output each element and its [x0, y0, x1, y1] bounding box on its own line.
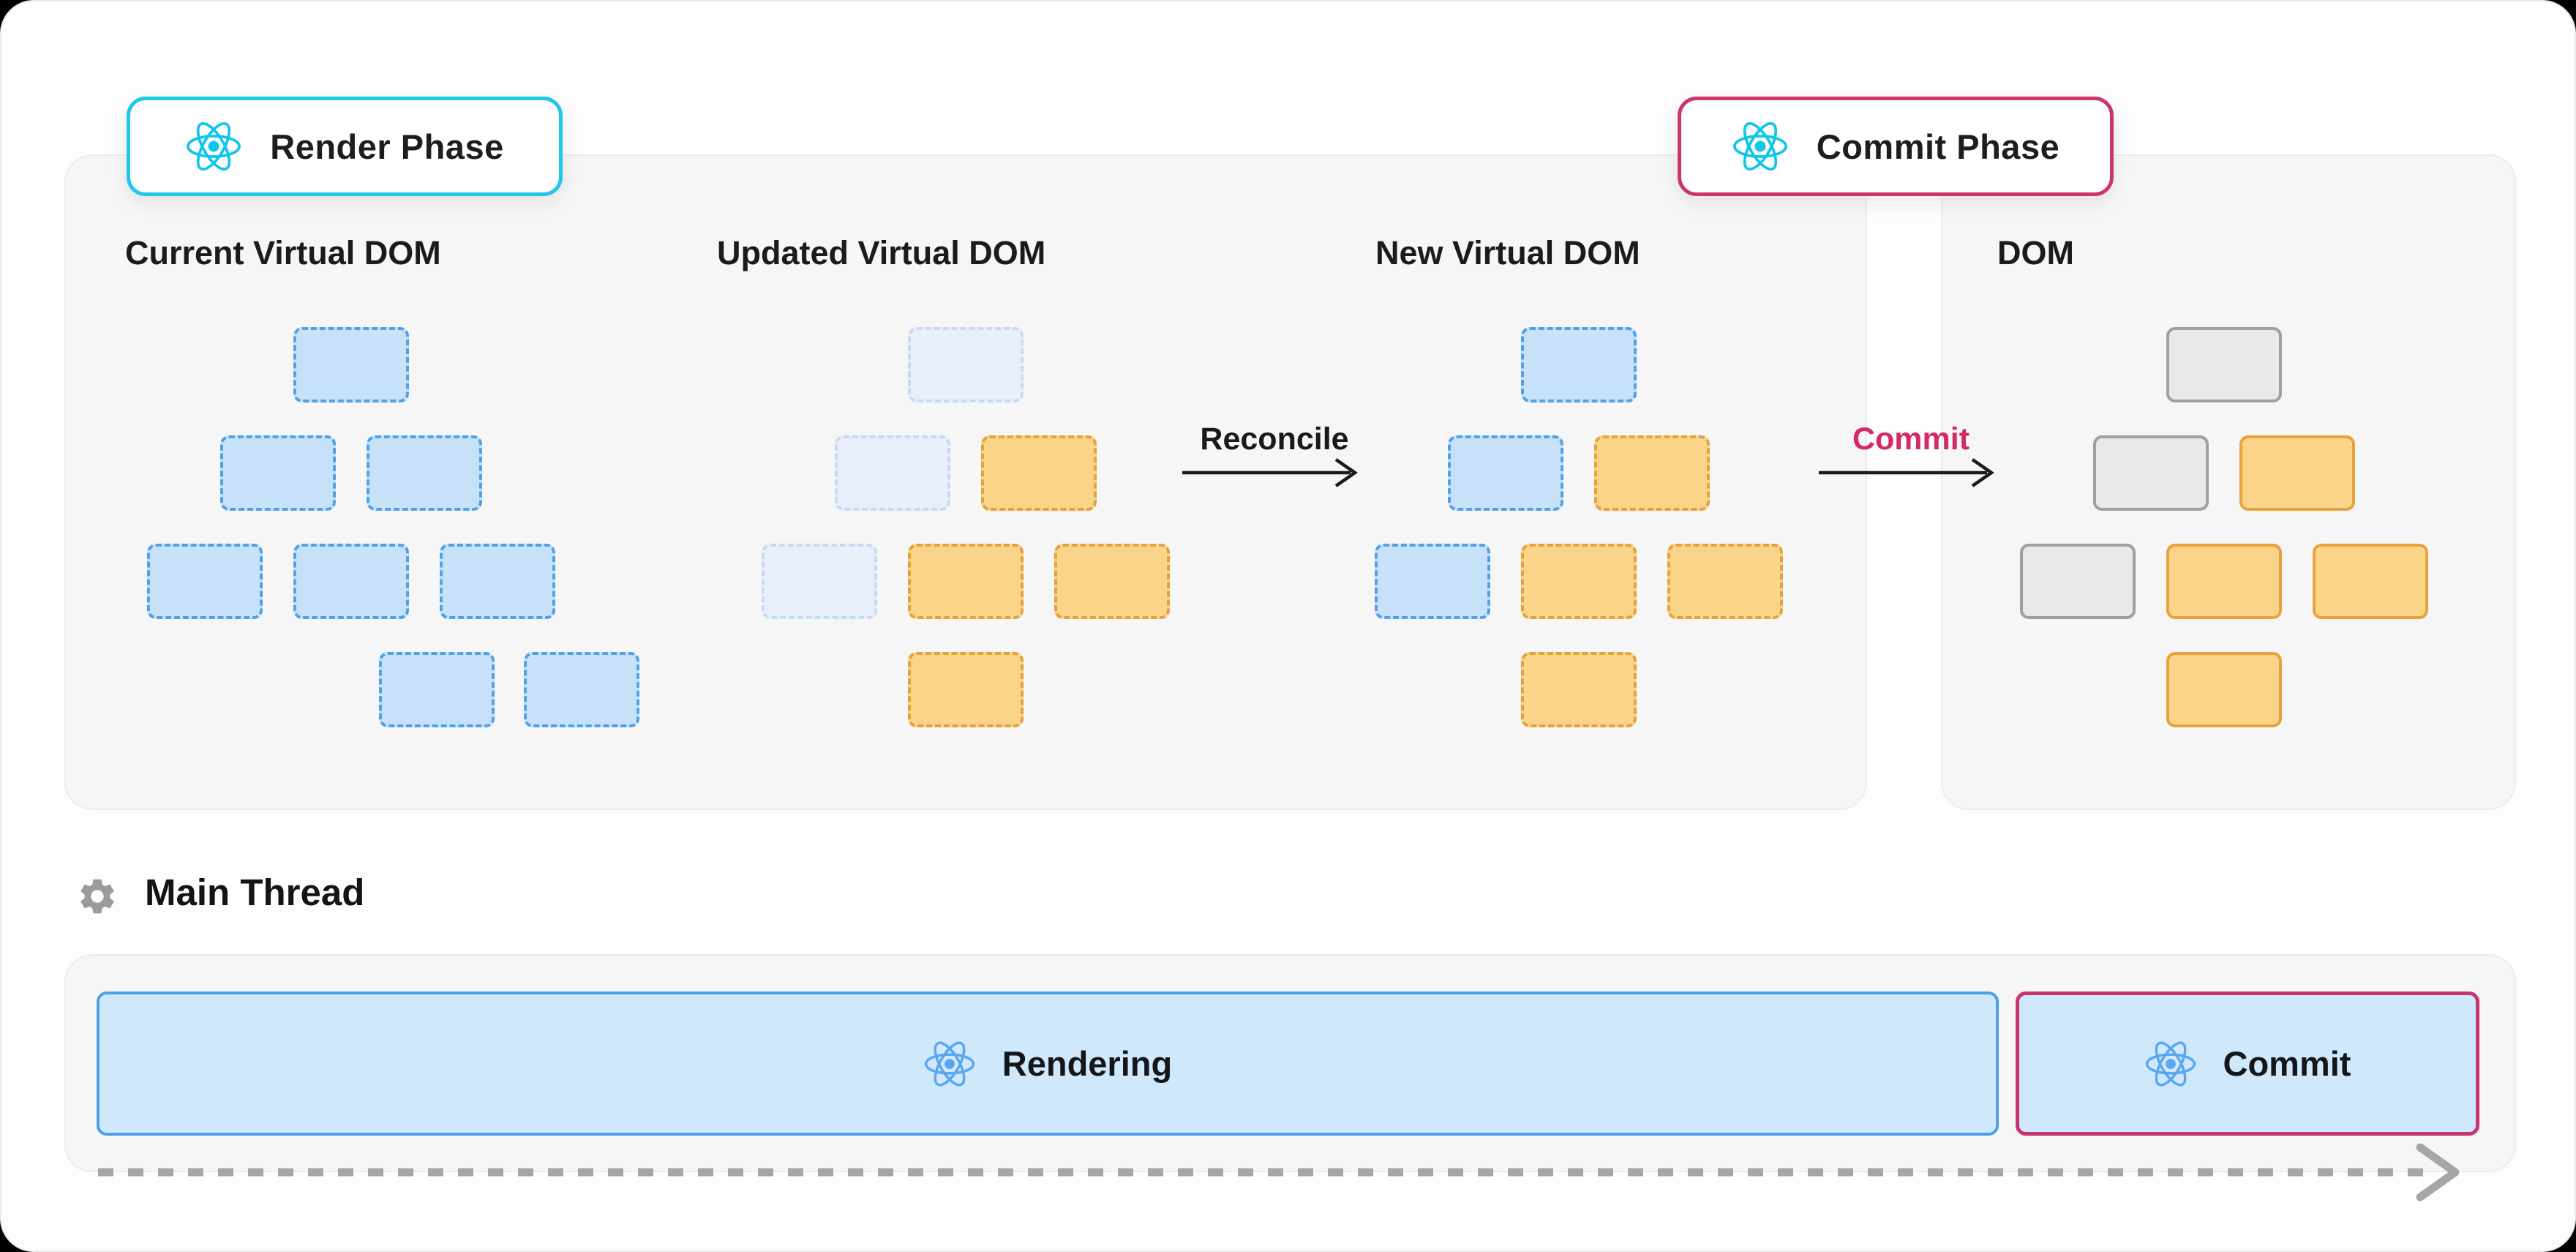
- timeline-dashed-arrow-icon: [98, 1143, 2460, 1202]
- react-logo-icon: [187, 121, 241, 171]
- commit-arrow-icon: [1819, 458, 1994, 487]
- commit-bar: Commit: [2016, 992, 2479, 1136]
- commit-phase-badge: Commit Phase: [1678, 97, 2114, 196]
- react-logo-icon: [2145, 1041, 2196, 1087]
- react-logo-icon: [1732, 121, 1787, 171]
- render-phase-badge-label: Render Phase: [270, 127, 504, 166]
- dom-title: DOM: [1997, 234, 2074, 271]
- commit-arrow-label: Commit: [1852, 421, 1970, 457]
- react-logo-icon: [924, 1041, 975, 1087]
- rendering-bar-label: Rendering: [1002, 1044, 1173, 1083]
- updated-vdom-title: Updated Virtual DOM: [717, 234, 1046, 271]
- new-vdom-title: New Virtual DOM: [1375, 234, 1640, 271]
- rendering-bar: Rendering: [97, 992, 1999, 1136]
- main-thread-label: Main Thread: [145, 871, 365, 913]
- current-vdom-title: Current Virtual DOM: [125, 234, 441, 271]
- reconcile-label: Reconcile: [1200, 421, 1349, 457]
- render-phase-badge: Render Phase: [127, 97, 563, 196]
- commit-bar-label: Commit: [2223, 1044, 2351, 1083]
- commit-phase-badge-label: Commit Phase: [1816, 127, 2060, 166]
- gear-icon: [80, 879, 114, 914]
- reconcile-arrow-icon: [1182, 458, 1358, 487]
